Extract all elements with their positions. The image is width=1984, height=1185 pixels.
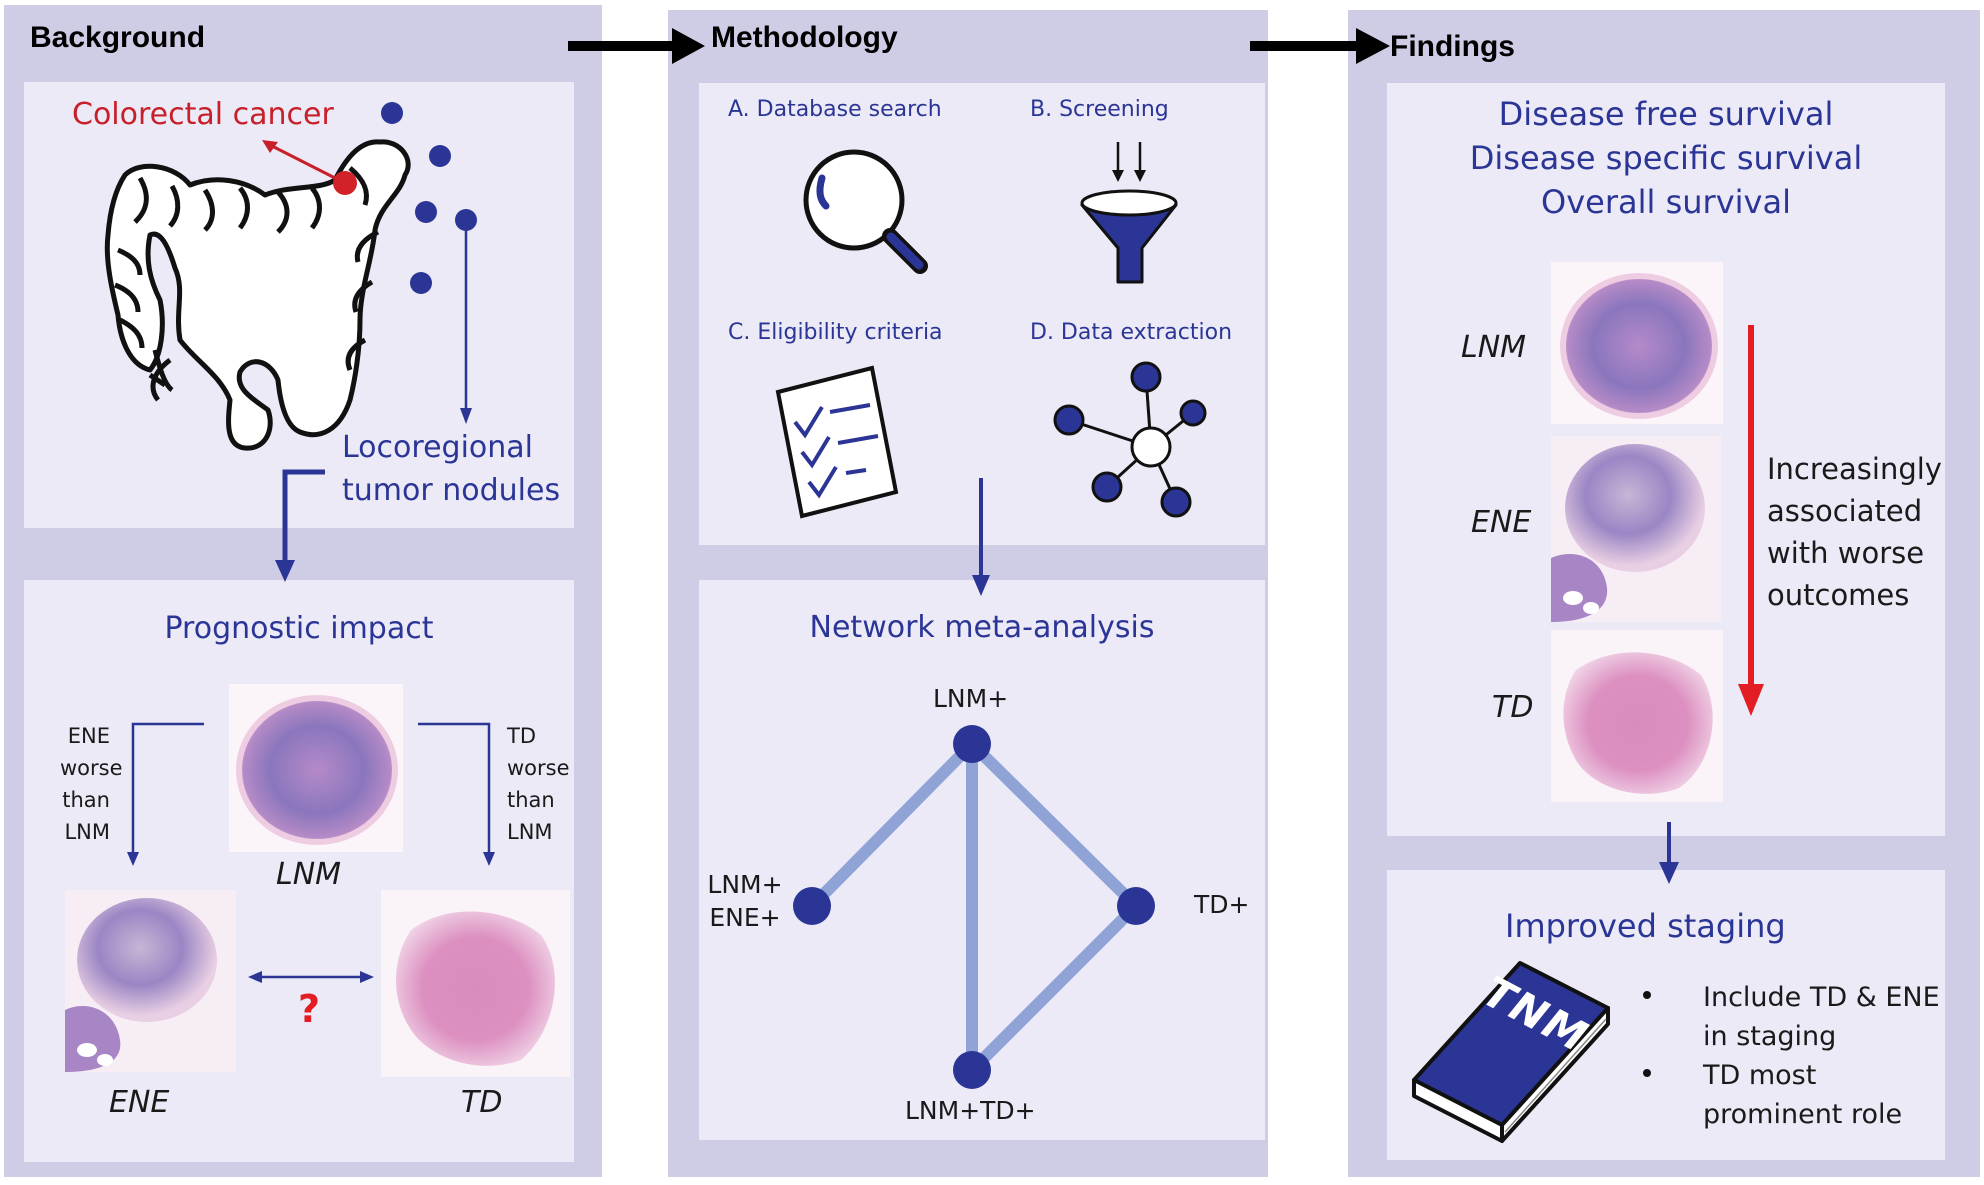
data-network-icon [1053, 361, 1207, 518]
bullet-2-line2: prominent role [1703, 1099, 1903, 1130]
ene-caption: ENE [109, 1085, 170, 1120]
node-lnm-td-label: LNM+TD+ [905, 1096, 1036, 1125]
step-d-label: D. Data extraction [1030, 320, 1233, 345]
ene-histology-image [65, 890, 236, 1072]
bullet-dot-1 [1643, 991, 1651, 999]
node-lnm-td [953, 1051, 991, 1089]
colorectal-cancer-label: Colorectal cancer [72, 97, 334, 132]
tnm-book-icon [1412, 961, 1610, 1143]
background-title: Background [30, 21, 206, 54]
node-lnm-ene-line1: LNM+ [707, 870, 783, 899]
edge-lnm-lnmene [806, 738, 978, 912]
trend-text: Increasingly associated with worse outco… [1767, 448, 1942, 616]
bullet-dot-2 [1643, 1069, 1651, 1077]
flow-arrow-2 [1250, 28, 1390, 64]
node-td-label: TD+ [1194, 890, 1250, 919]
ene-note-line: LNM [64, 820, 110, 844]
td-caption: TD [461, 1085, 503, 1120]
findings-td-image [1551, 630, 1723, 802]
ene-arrow [131, 722, 204, 856]
nodules-label-line1: Locoregional [342, 430, 533, 465]
node-lnm [953, 725, 991, 763]
node-lnm-label: LNM+ [933, 684, 1009, 713]
bullet-1-line1: Include TD & ENE [1703, 982, 1940, 1013]
tumor-dot [333, 171, 357, 195]
node-lnm-ene-label: LNM+ ENE+ [700, 868, 790, 934]
checklist-icon [775, 365, 899, 519]
findings-td-caption: TD [1492, 690, 1534, 725]
lnm-caption: LNM [276, 857, 342, 892]
trend-text-line: outcomes [1767, 578, 1910, 612]
lnm-histology-image [229, 684, 403, 852]
bullet-1: Include TD & ENE in staging [1703, 978, 1940, 1056]
trend-text-line: associated [1767, 494, 1923, 528]
outcome-os: Overall survival [1541, 183, 1791, 221]
td-note-line: TD [507, 724, 536, 748]
nma-box [699, 580, 1265, 1140]
step-c-label: C. Eligibility criteria [728, 320, 943, 345]
methodology-title: Methodology [711, 21, 898, 54]
node-td [1117, 887, 1155, 925]
trend-text-line: with worse [1767, 536, 1925, 570]
staging-title: Improved staging [1505, 907, 1786, 945]
elbow-arrow [282, 469, 325, 565]
findings-ene-image [1551, 436, 1721, 622]
nodules-label-line2: tumor nodules [342, 473, 561, 508]
funnel-icon [1080, 142, 1178, 284]
nma-title: Network meta-analysis [809, 610, 1155, 645]
td-histology-image [381, 890, 570, 1077]
findings-lnm-image [1551, 262, 1723, 424]
edge-td-lnmtd [966, 900, 1142, 1076]
node-lnm-ene-line2: ENE+ [709, 903, 781, 932]
step-a-label: A. Database search [728, 97, 942, 122]
ene-note-line: worse [60, 756, 123, 780]
prognostic-title: Prognostic impact [164, 611, 434, 646]
network-graph [793, 725, 1155, 1089]
ene-note: ENE worse than LNM [60, 720, 123, 848]
nodules-label: Locoregional tumor nodules [342, 426, 560, 512]
step-b-label: B. Screening [1030, 97, 1169, 122]
outcome-dss: Disease specific survival [1469, 139, 1863, 177]
td-note: TD worse than LNM [507, 720, 570, 848]
td-note-line: worse [507, 756, 570, 780]
nodule-dots [381, 102, 477, 294]
td-note-line: than [507, 788, 555, 812]
td-arrow [418, 722, 491, 856]
bullet-2-line1: TD most [1703, 1060, 1817, 1091]
edge-lnm-td [966, 738, 1142, 912]
td-note-line: LNM [507, 820, 553, 844]
findings-ene-caption: ENE [1471, 505, 1532, 540]
appendix [152, 349, 174, 393]
magnifier-icon [803, 149, 928, 274]
bullet-2: TD most prominent role [1703, 1056, 1902, 1134]
findings-title: Findings [1390, 30, 1515, 63]
colon-illustration [104, 139, 411, 451]
trend-text-line: Increasingly [1767, 452, 1942, 486]
question-mark: ? [298, 987, 321, 1031]
flow-arrow-1 [568, 28, 705, 64]
bullet-1-line2: in staging [1703, 1021, 1837, 1052]
node-lnm-ene [793, 887, 831, 925]
ene-note-line: than [62, 788, 110, 812]
outcome-dfs: Disease free survival [1498, 95, 1834, 133]
ene-note-line: ENE [67, 724, 110, 748]
tumor-pointer [269, 143, 336, 180]
findings-lnm-caption: LNM [1461, 330, 1527, 365]
